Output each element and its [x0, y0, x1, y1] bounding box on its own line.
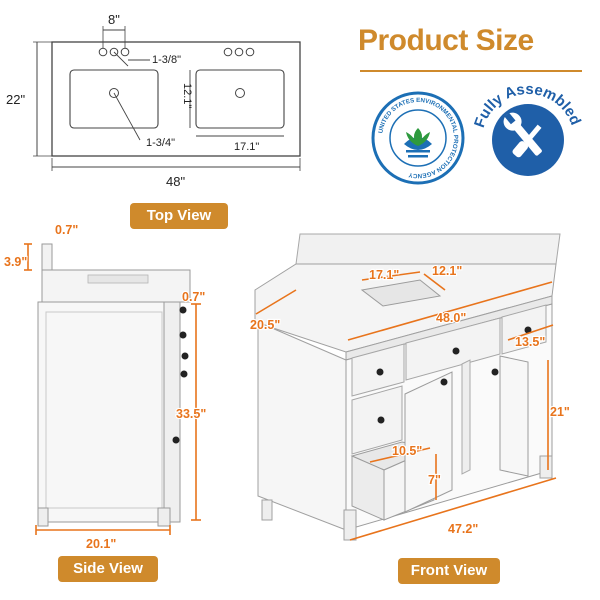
top-depth-label: 20.5"	[250, 318, 280, 332]
depth-label: 22"	[6, 92, 25, 107]
right-basin	[195, 69, 285, 129]
top-thickness-label: 0.7"	[55, 225, 78, 237]
top-view-label: Top View	[130, 203, 228, 229]
knob	[377, 416, 385, 424]
drawer-depth-label: 13.5"	[515, 335, 545, 349]
epa-flower-icon	[404, 128, 432, 158]
knob	[180, 370, 188, 378]
left-basin	[69, 69, 159, 129]
side-cabinet-body	[37, 301, 171, 523]
hole-diameter-label: 1-3/8"	[152, 54, 181, 66]
drain-diameter-label: 1-3/4"	[146, 137, 175, 149]
hole-spacing-label: 8"	[108, 12, 120, 27]
cabinet-width-label: 47.2"	[448, 522, 478, 536]
knob	[440, 378, 448, 386]
countertop-outline	[51, 41, 301, 157]
edge-thickness-label: 0.7"	[182, 290, 205, 304]
epa-badge: UNITED STATES ENVIRONMENTAL PROTECTION A…	[371, 91, 465, 185]
faucet-hole	[109, 47, 119, 57]
fully-assembled-badge: Fully Assembled	[473, 85, 583, 176]
drain-hole	[109, 88, 119, 98]
faucet-hole	[234, 47, 244, 57]
drawer-width-label: 10.5"	[392, 444, 422, 458]
knob	[172, 436, 180, 444]
top-view-drawing: 8" 1-3/8" 22" 12.1" 1-3/4" 17.1" 48"	[6, 12, 301, 189]
knob	[452, 347, 460, 355]
side-height-label: 33.5"	[176, 407, 206, 421]
knob	[524, 326, 532, 334]
knob	[179, 306, 187, 314]
sink-depth-label: 12.1"	[432, 264, 462, 278]
page-title: Product Size	[358, 24, 534, 57]
drain-hole	[235, 88, 245, 98]
width-label: 48"	[166, 174, 185, 189]
sink-width-label: 17.1"	[369, 268, 399, 282]
faucet-hole	[245, 47, 255, 57]
basin-width-label: 17.1"	[234, 141, 259, 153]
knob	[491, 368, 499, 376]
open-door-left	[404, 371, 453, 513]
knob	[181, 352, 189, 360]
open-door-right	[499, 355, 529, 477]
front-view-drawing: 17.1" 12.1" 20.5" 48.0" 13.5" 21" 10.5" …	[249, 233, 571, 541]
knob	[376, 368, 384, 376]
side-view-label: Side View	[58, 556, 158, 582]
faucet-hole	[120, 47, 130, 57]
faucet-hole	[223, 47, 233, 57]
front-view-label: Front View	[398, 558, 500, 584]
side-view-drawing: 0.7" 3.9" 0.7" 33.5" 20.1"	[3, 225, 208, 550]
knob	[179, 331, 187, 339]
sink-basin	[360, 279, 442, 307]
side-depth-label: 20.1"	[86, 537, 116, 550]
top-width-label: 48.0"	[436, 311, 466, 325]
basin-depth-label: 12.1"	[181, 83, 193, 108]
door-height-label: 21"	[550, 405, 570, 419]
title-underline	[360, 70, 582, 72]
backsplash-label: 3.9"	[4, 255, 27, 269]
drawer-height-label: 7"	[428, 473, 441, 487]
faucet-hole	[98, 47, 108, 57]
